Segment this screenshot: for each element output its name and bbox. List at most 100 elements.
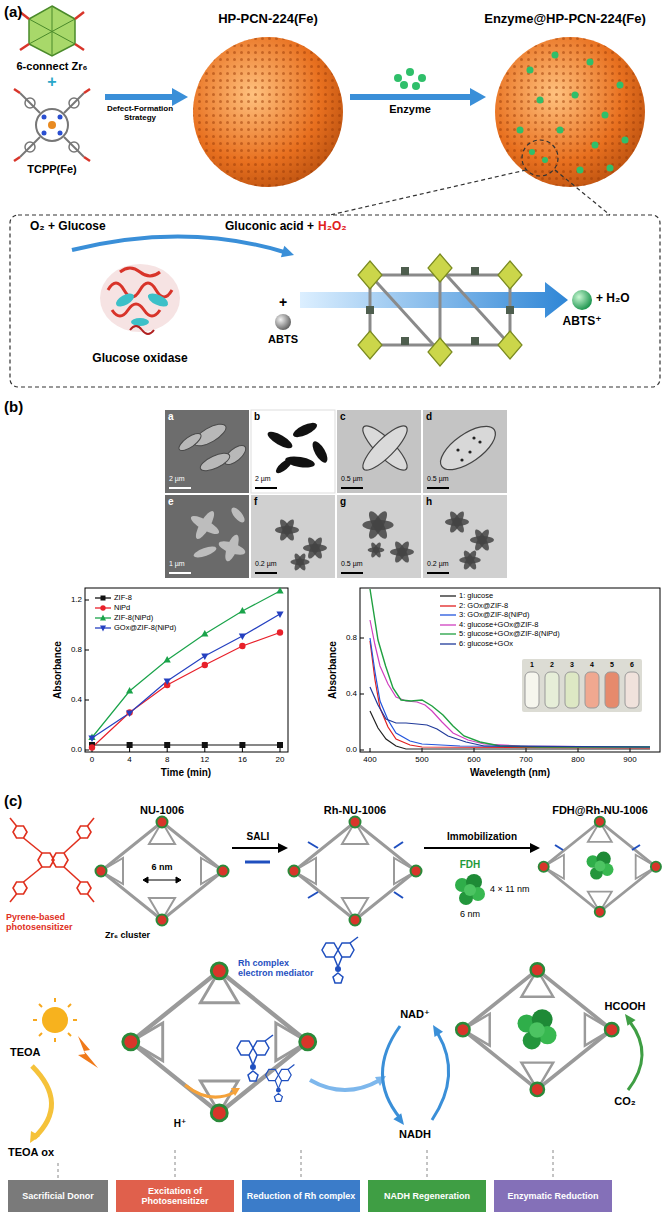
pyrene-photosensitizer: [10, 894, 17, 902]
vial-photo: [545, 672, 559, 708]
vial-photo: [565, 672, 579, 708]
legend-sample: [95, 614, 111, 622]
dimension-label: 6 nm: [151, 862, 172, 872]
mof-fragment: [471, 267, 479, 275]
reaction-arrow: [231, 1088, 240, 1096]
process-arrow: [350, 94, 470, 100]
legend-entry: ZIF-8(NiPd): [95, 614, 153, 622]
reaction-label: TEOA: [10, 1046, 41, 1059]
pyrene-photosensitizer: [13, 882, 27, 894]
tick-label: 1.2: [71, 595, 82, 604]
enzyme-dots: [400, 81, 408, 89]
line-chart: [88, 735, 95, 742]
enzyme-dots: [587, 59, 594, 66]
tcpp-molecule: [20, 137, 40, 157]
process-arrow: [105, 94, 172, 100]
enzyme-dots: [607, 165, 614, 172]
stage-divider: [427, 1150, 428, 1178]
reaction-label: ABTS⁺: [563, 315, 602, 329]
enzyme-dots: [394, 74, 402, 82]
tem-image: [434, 418, 502, 478]
mof-lattice: [289, 817, 422, 926]
mof-sphere: [495, 37, 645, 187]
enzyme-dots: [557, 127, 564, 134]
vial-number: 3: [570, 661, 574, 669]
line-chart: [92, 744, 280, 745]
axis-title: Wavelength (nm): [470, 767, 550, 779]
line-chart: [85, 587, 288, 752]
zr6-cluster: [20, 44, 29, 50]
tcpp-molecule: [64, 137, 84, 157]
tcpp-molecule: [42, 115, 47, 120]
dimension-label: 4 × 11 nm: [490, 884, 530, 894]
line-chart: [164, 742, 170, 748]
tcpp-molecule: [58, 131, 63, 136]
zr6-cluster: [75, 12, 84, 19]
tick-label: 0.0: [346, 745, 357, 754]
enzyme-dots: [617, 82, 624, 89]
process-arrow: [232, 847, 278, 849]
vial-photo: [585, 672, 599, 708]
tem-image: [341, 572, 363, 574]
line-chart: [239, 633, 246, 640]
stage-divider: [301, 1150, 302, 1178]
dimension-label: 6 nm: [460, 909, 480, 919]
reaction-label: ABTS: [268, 333, 298, 346]
legend-entry: 5: glucose+GOx@ZIF-8(NiPd): [440, 630, 560, 638]
tem-image: [165, 410, 507, 578]
tcpp-molecule: [58, 115, 63, 120]
tcpp-molecule: [20, 93, 40, 113]
legend-sample: [440, 602, 456, 610]
tick-label: 600: [467, 755, 480, 764]
zoom-lines: [522, 140, 558, 176]
figure-label: FDH: [460, 859, 481, 871]
stage-label: Enzymatic Reduction: [507, 1191, 598, 1201]
tem-image: [229, 506, 247, 525]
sun-icon: [73, 1019, 77, 1021]
zr6-cluster: [75, 44, 84, 50]
tem-image: [445, 510, 469, 535]
line-chart: [85, 700, 89, 701]
tile-letter: d: [426, 411, 432, 423]
process-arrow: [245, 861, 270, 864]
pyrene-photosensitizer: [10, 818, 17, 826]
line-chart: [277, 742, 283, 748]
legend-entry: 6: glucose+GOx: [440, 640, 513, 648]
tem-image: [291, 420, 319, 440]
tem-image: [169, 572, 191, 574]
tick-label: 0.4: [346, 689, 357, 698]
tem-image: [275, 518, 299, 543]
spectrum-chart: [370, 589, 650, 747]
legend-sample: [100, 605, 105, 610]
pyrene-photosensitizer: [52, 853, 68, 867]
reaction-label: O₂ + Glucose: [30, 220, 106, 234]
mof-fragment: [498, 331, 522, 359]
pyrene-photosensitizer: [64, 838, 81, 853]
tile-letter: e: [168, 496, 174, 508]
plus-sign: +: [279, 294, 287, 310]
reaction-label: H⁺: [174, 1118, 187, 1130]
tick-label: 700: [519, 755, 532, 764]
tem-image: [310, 439, 331, 465]
reaction-label: Gluconic acid +: [225, 220, 314, 234]
sun-icon: [78, 1036, 98, 1068]
tem-image: [192, 544, 217, 560]
zoom-lines: [555, 170, 610, 215]
legend-sample: [440, 643, 456, 644]
glucose-oxidase: [131, 318, 149, 326]
legend-sample: [440, 595, 456, 596]
tem-image: [303, 536, 327, 561]
axis-title: Time (min): [161, 767, 211, 779]
figure-label: Glucose oxidase: [92, 352, 187, 366]
tem-image: [357, 420, 412, 475]
panel-label: (b): [4, 398, 23, 415]
enzyme-dots: [577, 167, 584, 174]
tick-label: 400: [363, 755, 376, 764]
legend-sample: [95, 594, 111, 602]
stage-divider: [58, 1163, 59, 1178]
tem-image: [456, 448, 459, 451]
tem-image: [265, 429, 294, 452]
pyrene-photosensitizer: [88, 894, 95, 902]
mof-lattice: [96, 817, 229, 926]
abts-radical-sphere: [572, 290, 592, 310]
